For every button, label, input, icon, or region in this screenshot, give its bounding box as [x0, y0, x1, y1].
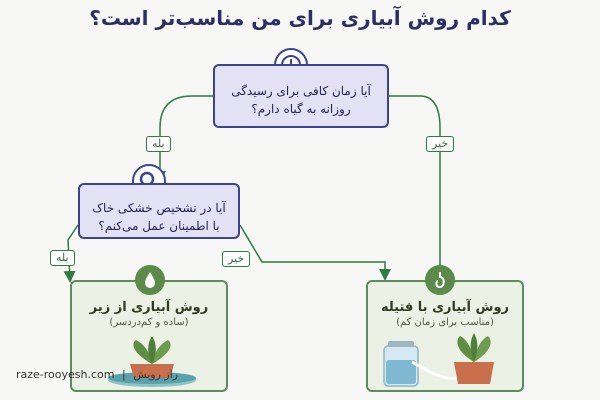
result-wick-title: روش آبیاری با فتیله	[380, 300, 510, 315]
plant-saucer-illustration	[108, 336, 196, 387]
footer-site: raze-rooyesh.com	[16, 368, 115, 381]
footer-separator: |	[121, 368, 126, 381]
result-bottom-title: روش آبیاری از زیر	[89, 300, 209, 315]
wick-icon	[425, 265, 455, 295]
tag-q2-no: خیر	[222, 251, 251, 267]
result-bottom-subtitle: (ساده و کم‌دردسر)	[109, 317, 189, 328]
question-soil-line2: با اطمینان عمل می‌کنم؟	[98, 219, 220, 233]
connector-q1-yes	[154, 95, 213, 183]
result-wick-watering: روش آبیاری با فتیله (مناسب برای زمان کم)	[366, 280, 524, 392]
tag-q2-yes: بله	[50, 250, 75, 266]
footer: raze-rooyesh.com | راز رویش	[16, 368, 182, 381]
tag-q1-no: خیر	[426, 136, 455, 152]
tag-q1-yes: بله	[146, 136, 171, 152]
question-soil-line1: آیا در تشخیص خشکی خاک	[92, 201, 226, 215]
question-time-line2: روزانه به گیاه دارم؟	[251, 102, 351, 116]
water-drop-icon	[135, 265, 165, 295]
plant-wick-illustration	[383, 333, 494, 387]
result-bottom-watering: روش آبیاری از زیر (ساده و کم‌دردسر)	[70, 280, 228, 392]
connector-q1-no	[389, 95, 446, 281]
connector-q2-no	[239, 224, 391, 281]
question-time-line1: آیا زمان کافی برای رسیدگی	[231, 84, 371, 98]
connector-q2-yes	[63, 224, 79, 283]
page-title: کدام روش آبیاری برای من مناسب‌تر است؟	[89, 6, 511, 30]
question-time: آیا زمان کافی برای رسیدگی روزانه به گیاه…	[213, 64, 389, 128]
question-soil: آیا در تشخیص خشکی خاک با اطمینان عمل می‌…	[78, 183, 240, 239]
result-wick-subtitle: (مناسب برای زمان کم)	[396, 317, 494, 328]
footer-brand: راز رویش	[133, 368, 179, 381]
